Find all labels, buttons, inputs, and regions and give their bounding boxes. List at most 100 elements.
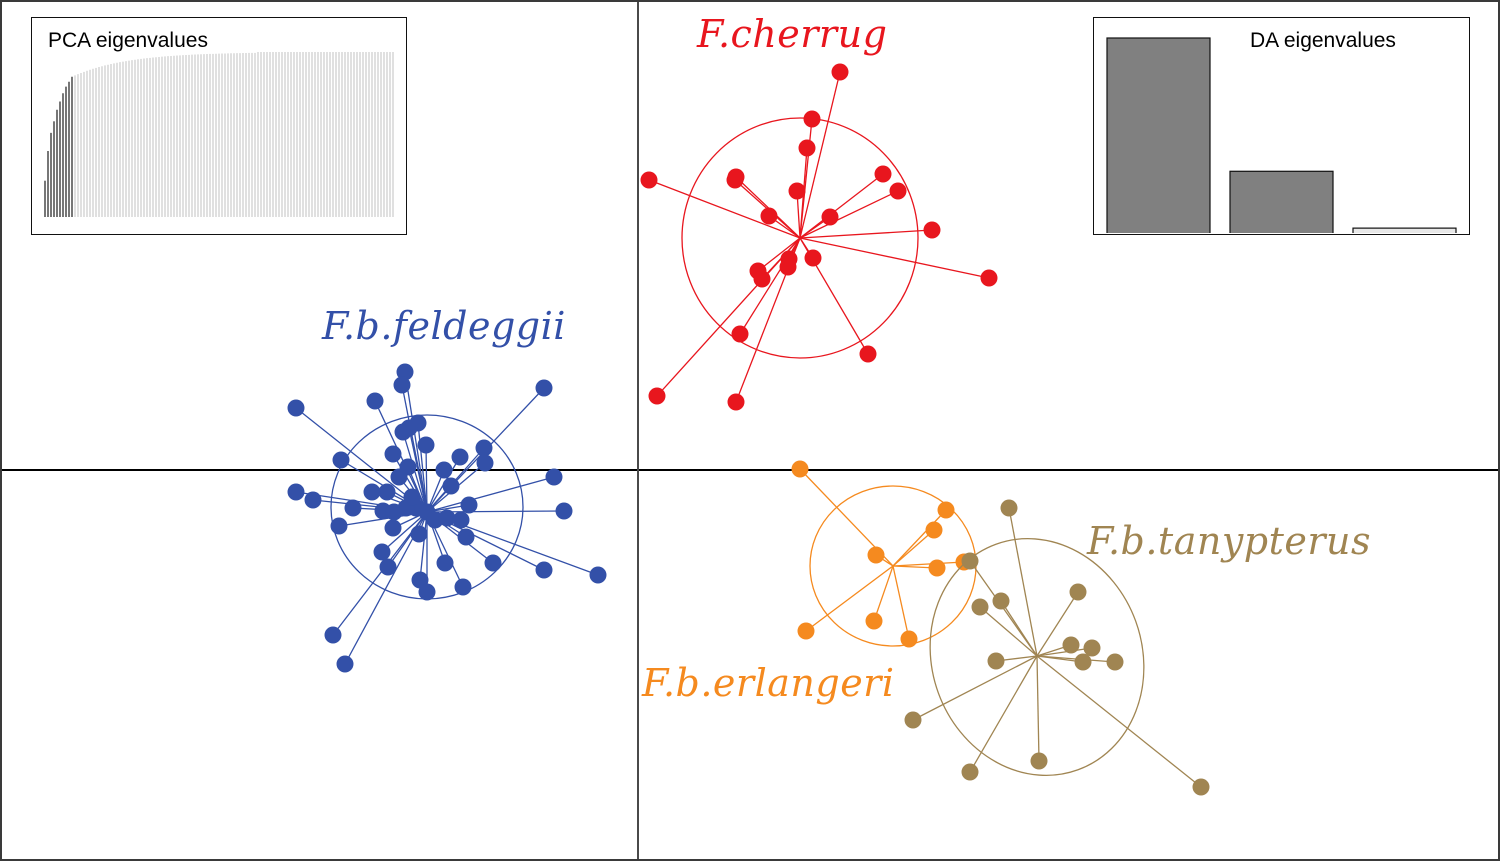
data-point [788,182,806,200]
centroid-segment [892,509,947,567]
group-f-cherrug [640,63,998,411]
centroid-segment [757,237,801,272]
data-point [344,499,362,517]
centroid-segment [1036,647,1093,657]
data-point [418,583,436,601]
data-point [555,502,573,520]
data-point [731,325,749,343]
data-point [332,451,350,469]
centroid-segment [799,229,933,239]
data-point [1062,636,1080,654]
centroid-segment [381,511,428,553]
data-point [874,165,892,183]
group-f-b-tanypterus [904,499,1210,796]
data-point [779,258,797,276]
data-point [535,561,553,579]
centroid-segment [648,179,801,239]
data-point [451,448,469,466]
data-point [378,483,396,501]
centroid-segment [799,190,899,239]
data-point [727,393,745,411]
data-point [726,171,744,189]
data-point [867,546,885,564]
centroid-segment [402,431,428,513]
da-bar-da3 [1352,227,1457,235]
data-point [442,477,460,495]
data-point [384,519,402,537]
data-point [436,554,454,572]
data-point [1083,639,1101,657]
label-f-b-tanypterus: F.b.tanypterus [1087,519,1372,563]
data-point [438,509,456,527]
label-f-b-erlangeri: F.b.erlangeri [642,661,895,705]
data-point [403,488,421,506]
data-point [460,496,478,514]
da-eigenvalues-inset: DA eigenvalues [1093,17,1470,235]
centroid-segment [656,237,801,397]
data-point [648,387,666,405]
centroid-segment [408,427,428,513]
data-point [900,630,918,648]
data-point [476,454,494,472]
data-point [760,207,778,225]
da-bar-da1 [1106,37,1211,235]
centroid-segment [969,655,1038,773]
centroid-segment [799,237,990,279]
data-point [324,626,342,644]
data-point [971,598,989,616]
data-point [1192,778,1210,796]
centroid-segment [426,476,555,513]
data-point [804,249,822,267]
data-point [287,483,305,501]
centroid-segment [979,606,1038,657]
centroid-segment [799,173,884,239]
data-point [454,578,472,596]
centroid-segment [417,422,428,513]
data-point [363,483,381,501]
data-point [803,110,821,128]
da-eigenvalues-title: DA eigenvalues [1250,29,1396,52]
centroid-segment [419,511,428,581]
centroid-segment [799,71,841,239]
data-point [484,554,502,572]
data-point [410,525,428,543]
data-point [1106,653,1124,671]
centroid-segment [1036,655,1040,762]
centroid-segment [892,561,965,567]
centroid-segment [425,444,428,513]
data-point [992,592,1010,610]
pca-eigenvalues-title: PCA eigenvalues [48,29,208,52]
label-f-cherrug: F.cherrug [697,12,888,56]
da-eigenvalues-bars [1106,37,1457,235]
data-point [753,270,771,288]
data-point [545,468,563,486]
data-point [904,711,922,729]
data-point [393,376,411,394]
data-point [379,558,397,576]
data-point [859,345,877,363]
centroid-segment [1000,600,1038,657]
group-f-b-erlangeri [791,460,977,648]
data-point [831,63,849,81]
data-point [865,612,883,630]
data-point [1030,752,1048,770]
group-f-b-feldeggii [287,363,607,673]
data-point [987,652,1005,670]
inertia-ellipse [929,538,1145,776]
data-point [791,460,809,478]
data-point [287,399,305,417]
data-point [925,521,943,539]
data-point [589,566,607,584]
data-point [640,171,658,189]
centroid-segment [873,565,894,622]
da-bar-da2 [1229,170,1334,235]
data-point [937,501,955,519]
data-point [961,763,979,781]
centroid-segment [912,655,1038,721]
centroid-segment [892,529,935,567]
label-f-b-feldeggii: F.b.feldeggii [322,304,566,348]
data-point [304,491,322,509]
data-point [797,622,815,640]
